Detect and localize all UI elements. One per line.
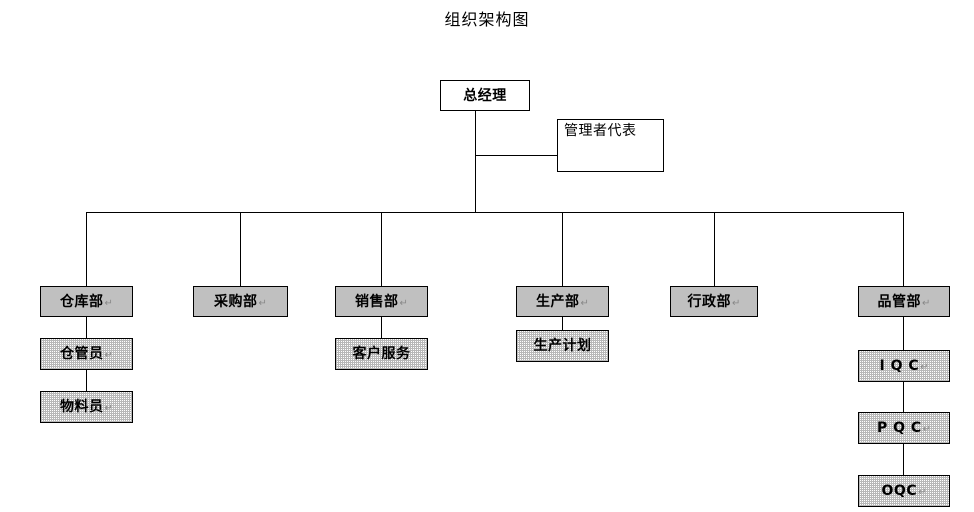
- node-warehouse-dept-label: 仓库部: [60, 293, 104, 310]
- node-warehouse-dept[interactable]: 仓库部 ↵: [40, 286, 133, 317]
- node-warehouse-keeper-label: 仓管员: [60, 346, 104, 362]
- connector-bus-to-sales: [381, 212, 382, 286]
- connector-bus-to-admin: [714, 212, 715, 286]
- paragraph-mark-icon: ↵: [104, 297, 113, 309]
- node-pqc-label: P Q C: [876, 420, 922, 436]
- node-warehouse-keeper[interactable]: 仓管员 ↵: [40, 338, 133, 370]
- node-admin-dept[interactable]: 行政部 ↵: [670, 286, 758, 317]
- paragraph-mark-icon: ↵: [104, 350, 113, 361]
- node-material-clerk-label: 物料员: [60, 399, 104, 415]
- node-production-planning-label: 生产计划: [533, 338, 592, 354]
- node-purchasing-dept-label: 采购部: [214, 293, 258, 310]
- connector-bus-to-production: [562, 212, 563, 286]
- node-production-dept-label: 生产部: [536, 293, 580, 310]
- connector-sales-to-customer-service: [381, 317, 382, 338]
- node-management-representative-label: 管理者代表: [564, 123, 637, 139]
- node-iqc-label: I Q C: [879, 358, 920, 374]
- node-material-clerk[interactable]: 物料员 ↵: [40, 391, 133, 423]
- connector-gm-to-bus: [475, 110, 476, 213]
- node-sales-dept-label: 销售部: [355, 293, 399, 310]
- node-customer-service-label: 客户服务: [352, 346, 411, 362]
- paragraph-mark-icon: ↵: [922, 424, 932, 435]
- paragraph-mark-icon: ↵: [258, 297, 267, 309]
- paragraph-mark-icon: ↵: [104, 403, 113, 414]
- node-quality-dept-label: 品管部: [877, 293, 922, 310]
- node-quality-dept[interactable]: 品管部 ↵: [858, 286, 950, 317]
- paragraph-mark-icon: ↵: [732, 297, 741, 309]
- connector-bus-to-warehouse: [86, 212, 87, 286]
- paragraph-mark-icon: ↵: [922, 297, 931, 309]
- node-production-dept[interactable]: 生产部 ↵: [516, 286, 609, 317]
- connector-pqc-to-oqc: [903, 444, 904, 475]
- page-title: 组织架构图: [444, 10, 530, 29]
- node-oqc-label: OQC: [881, 483, 918, 499]
- node-admin-dept-label: 行政部: [687, 293, 732, 310]
- node-customer-service[interactable]: 客户服务: [335, 338, 428, 370]
- connector-bus-to-purchasing: [240, 212, 241, 286]
- connector-warehouse-to-keeper: [86, 317, 87, 338]
- node-sales-dept[interactable]: 销售部 ↵: [335, 286, 428, 317]
- node-oqc[interactable]: OQC ↵: [858, 475, 950, 507]
- connector-quality-to-iqc: [903, 317, 904, 350]
- node-general-manager-label: 总经理: [463, 87, 507, 104]
- connector-main-bus: [86, 212, 904, 213]
- paragraph-mark-icon: ↵: [580, 297, 589, 309]
- connector-gm-to-rep: [475, 155, 558, 156]
- connector-production-to-planning: [562, 317, 563, 330]
- node-iqc[interactable]: I Q C ↵: [858, 350, 950, 382]
- connector-keeper-to-material: [86, 370, 87, 391]
- paragraph-mark-icon: ↵: [399, 297, 408, 309]
- connector-iqc-to-pqc: [903, 382, 904, 412]
- paragraph-mark-icon: ↵: [920, 362, 929, 373]
- node-production-planning[interactable]: 生产计划: [516, 330, 609, 362]
- node-management-representative[interactable]: 管理者代表: [557, 119, 664, 172]
- node-purchasing-dept[interactable]: 采购部 ↵: [193, 286, 288, 317]
- connector-bus-to-quality: [903, 212, 904, 286]
- node-general-manager[interactable]: 总经理: [440, 80, 530, 111]
- node-pqc[interactable]: P Q C ↵: [858, 412, 950, 444]
- paragraph-mark-icon: ↵: [918, 487, 927, 498]
